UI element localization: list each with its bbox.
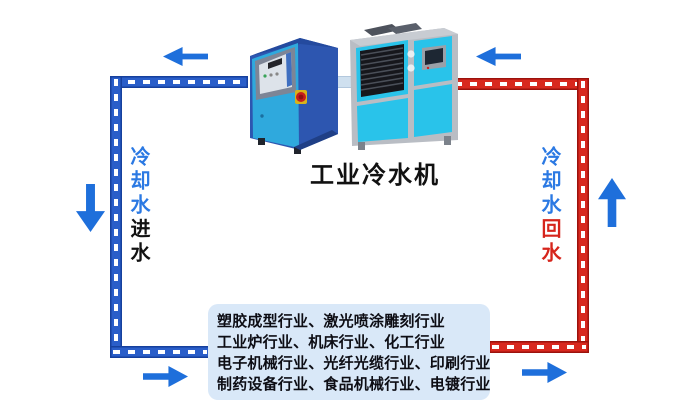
return-pipe-right — [577, 78, 589, 353]
pipe-dash — [113, 80, 245, 84]
arrow-right-icon — [143, 366, 188, 387]
arrow-down-icon — [76, 184, 105, 232]
return-pipe-bottom — [489, 341, 589, 353]
return-water-label: 冷却水回水 — [538, 146, 560, 266]
arrow-left-icon — [476, 47, 521, 66]
industries-line: 塑胶成型行业、激光喷涂雕刻行业 — [217, 313, 446, 330]
air-cooled-chiller-image — [344, 20, 464, 152]
return-label-return: 回水 — [538, 218, 560, 266]
page-title: 工业冷水机 — [310, 162, 440, 189]
inlet-pipe-bottom — [110, 346, 210, 358]
return-label-cooling-water: 冷却水 — [538, 146, 560, 218]
industries-box: 塑胶成型行业、激光喷涂雕刻行业 工业炉行业、机床行业、化工行业 电子机械行业、光… — [208, 304, 490, 400]
industries-line: 工业炉行业、机床行业、化工行业 — [217, 334, 446, 351]
pipe-dash — [581, 81, 585, 350]
industries-line: 电子机械行业、光纤光缆行业、印刷行业 — [217, 355, 491, 372]
return-pipe-top — [452, 78, 589, 90]
pipe-dash — [492, 345, 586, 349]
mold-temp-controller-image — [242, 30, 344, 154]
arrow-right-icon — [522, 362, 567, 383]
inlet-pipe-left — [110, 76, 122, 358]
pipe-dash — [113, 350, 207, 354]
inlet-label-cooling-water: 冷却水 — [127, 146, 149, 218]
arrow-up-icon — [598, 178, 626, 227]
pipe-dash — [114, 79, 118, 355]
inlet-water-label: 冷却水进水 — [127, 146, 149, 266]
industries-line: 制药设备行业、食品机械行业、电镀行业 — [217, 376, 491, 393]
inlet-pipe-top — [110, 76, 248, 88]
inlet-label-inflow: 进水 — [127, 218, 149, 266]
arrow-left-icon — [163, 47, 208, 66]
pipe-dash — [455, 82, 586, 86]
